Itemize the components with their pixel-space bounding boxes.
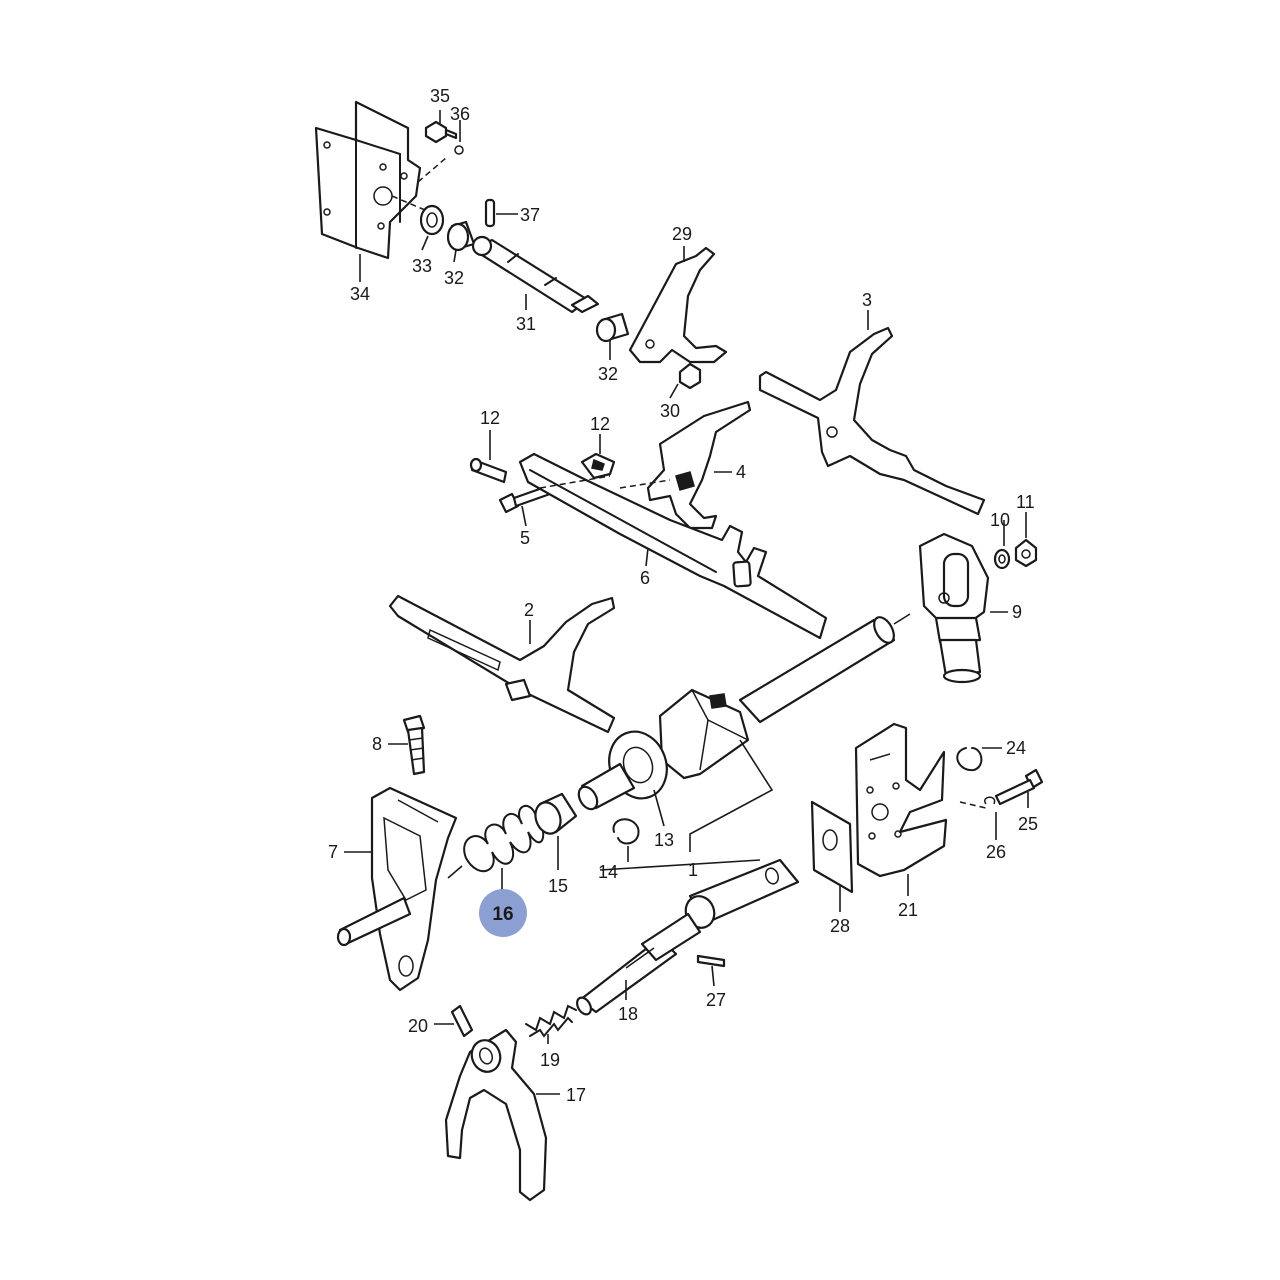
label-5: 5 — [520, 528, 530, 548]
label-25: 25 — [1018, 814, 1038, 834]
part-21-bracket — [854, 722, 948, 878]
label-14: 14 — [598, 862, 618, 882]
label-29: 29 — [672, 224, 692, 244]
label-20: 20 — [408, 1016, 428, 1036]
part-28-gasket — [810, 800, 854, 894]
label-19: 19 — [540, 1050, 560, 1070]
label-12-right: 12 — [590, 414, 610, 434]
label-26: 26 — [986, 842, 1006, 862]
part-25-bolt — [994, 768, 1044, 806]
part-6-selector-rail — [518, 452, 828, 640]
label-3: 3 — [862, 290, 872, 310]
label-34: 34 — [350, 284, 370, 304]
highlight-circle — [479, 889, 527, 937]
part-36-clip — [454, 145, 464, 155]
part-16-spring — [447, 804, 545, 879]
label-37: 37 — [520, 205, 540, 225]
part-1-shift-shaft — [577, 613, 911, 871]
label-27: 27 — [706, 990, 726, 1010]
label-11: 11 — [1016, 492, 1035, 512]
label-35: 35 — [430, 86, 450, 106]
leader-lines — [344, 110, 1029, 1095]
label-1: 1 — [688, 860, 698, 880]
part-9-housing — [918, 532, 990, 684]
label-16: 16 — [492, 904, 513, 925]
part-37-pin — [484, 198, 496, 228]
part-33-seal — [419, 204, 445, 236]
label-17: 17 — [566, 1085, 586, 1105]
part-18-shaft — [576, 858, 800, 1016]
label-7: 7 — [328, 842, 338, 862]
label-12-left: 12 — [480, 408, 500, 428]
part-4-selector — [646, 400, 752, 530]
label-4: 4 — [736, 462, 746, 482]
label-15: 15 — [548, 876, 568, 896]
label-10: 10 — [990, 510, 1010, 530]
part-12-pin-left — [469, 457, 508, 484]
part-19-spring — [525, 1004, 577, 1038]
part-35-bolt — [424, 120, 458, 144]
part-26-clip — [959, 796, 996, 809]
part-labels: 35 36 37 29 33 32 34 3 31 32 30 12 12 4 … — [328, 86, 1038, 1105]
part-11-nut — [1014, 538, 1038, 568]
part-15-bushing — [534, 792, 578, 835]
label-21: 21 — [898, 900, 918, 920]
label-8: 8 — [372, 734, 382, 754]
label-32-upper: 32 — [444, 268, 464, 288]
part-20-pin — [450, 1004, 474, 1038]
label-2: 2 — [524, 600, 534, 620]
part-30-nut — [678, 362, 702, 390]
part-32-bushing-upper — [446, 220, 476, 252]
part-27-pin — [696, 954, 726, 968]
part-7-plate — [336, 786, 458, 992]
label-18: 18 — [618, 1004, 638, 1024]
label-31: 31 — [516, 314, 536, 334]
label-30: 30 — [660, 401, 680, 421]
part-17-shift-fork — [444, 1028, 548, 1202]
part-29-shift-fork — [628, 246, 728, 364]
label-33: 33 — [412, 256, 432, 276]
part-2-selector-rod — [388, 594, 616, 734]
label-13: 13 — [654, 830, 674, 850]
part-14-circlip — [612, 818, 640, 845]
label-32-lower: 32 — [598, 364, 618, 384]
label-36: 36 — [450, 104, 470, 124]
label-9: 9 — [1012, 602, 1022, 622]
part-8-bolt — [402, 714, 426, 776]
label-6: 6 — [640, 568, 650, 588]
part-32-bushing-lower — [595, 312, 630, 343]
label-28: 28 — [830, 916, 850, 936]
part-10-washer — [993, 548, 1011, 570]
part-3-selector — [758, 326, 986, 516]
part-12-pin-right — [580, 452, 616, 480]
part-31-shaft — [471, 235, 600, 314]
part-34-bracket — [314, 100, 447, 260]
part-24-circlip — [956, 747, 983, 772]
label-24: 24 — [1006, 738, 1026, 758]
highlighted-part-16-callout[interactable]: 16 — [479, 889, 527, 937]
